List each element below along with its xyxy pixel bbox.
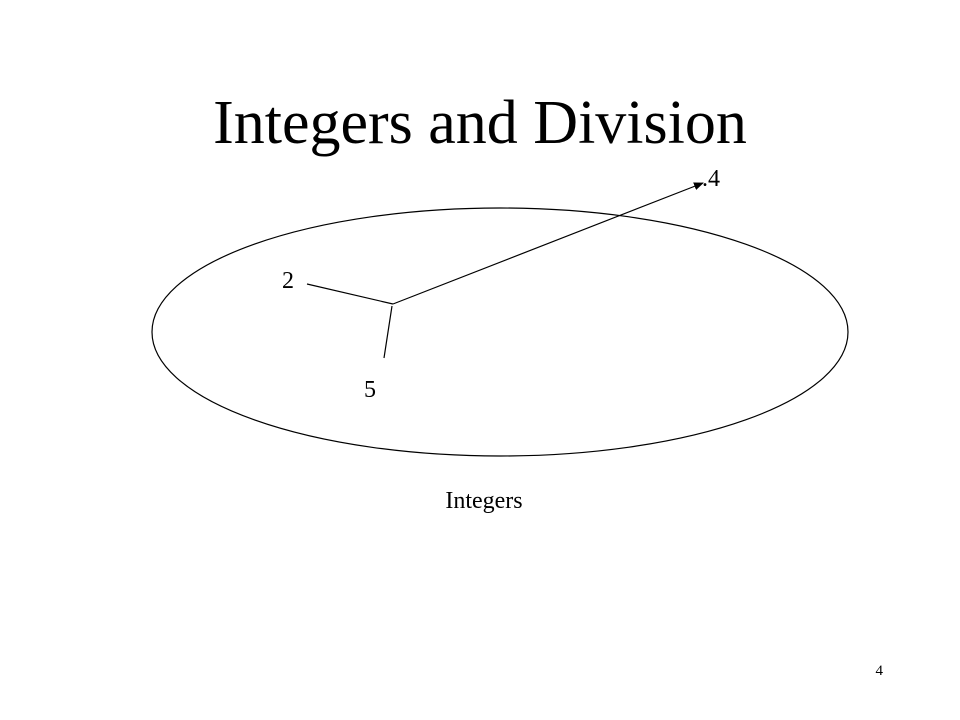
node-label-quotient: .4 <box>702 166 720 192</box>
edge-from-two <box>306 283 394 305</box>
node-label-five: 5 <box>364 377 376 403</box>
node-label-two: 2 <box>282 268 294 294</box>
arrow-to-quotient <box>392 182 704 305</box>
edge-from-five <box>383 305 393 359</box>
page-number: 4 <box>875 663 884 679</box>
set-label-integers: Integers <box>445 488 523 514</box>
slide-title: Integers and Division <box>213 89 747 157</box>
integers-set-ellipse <box>151 207 849 457</box>
